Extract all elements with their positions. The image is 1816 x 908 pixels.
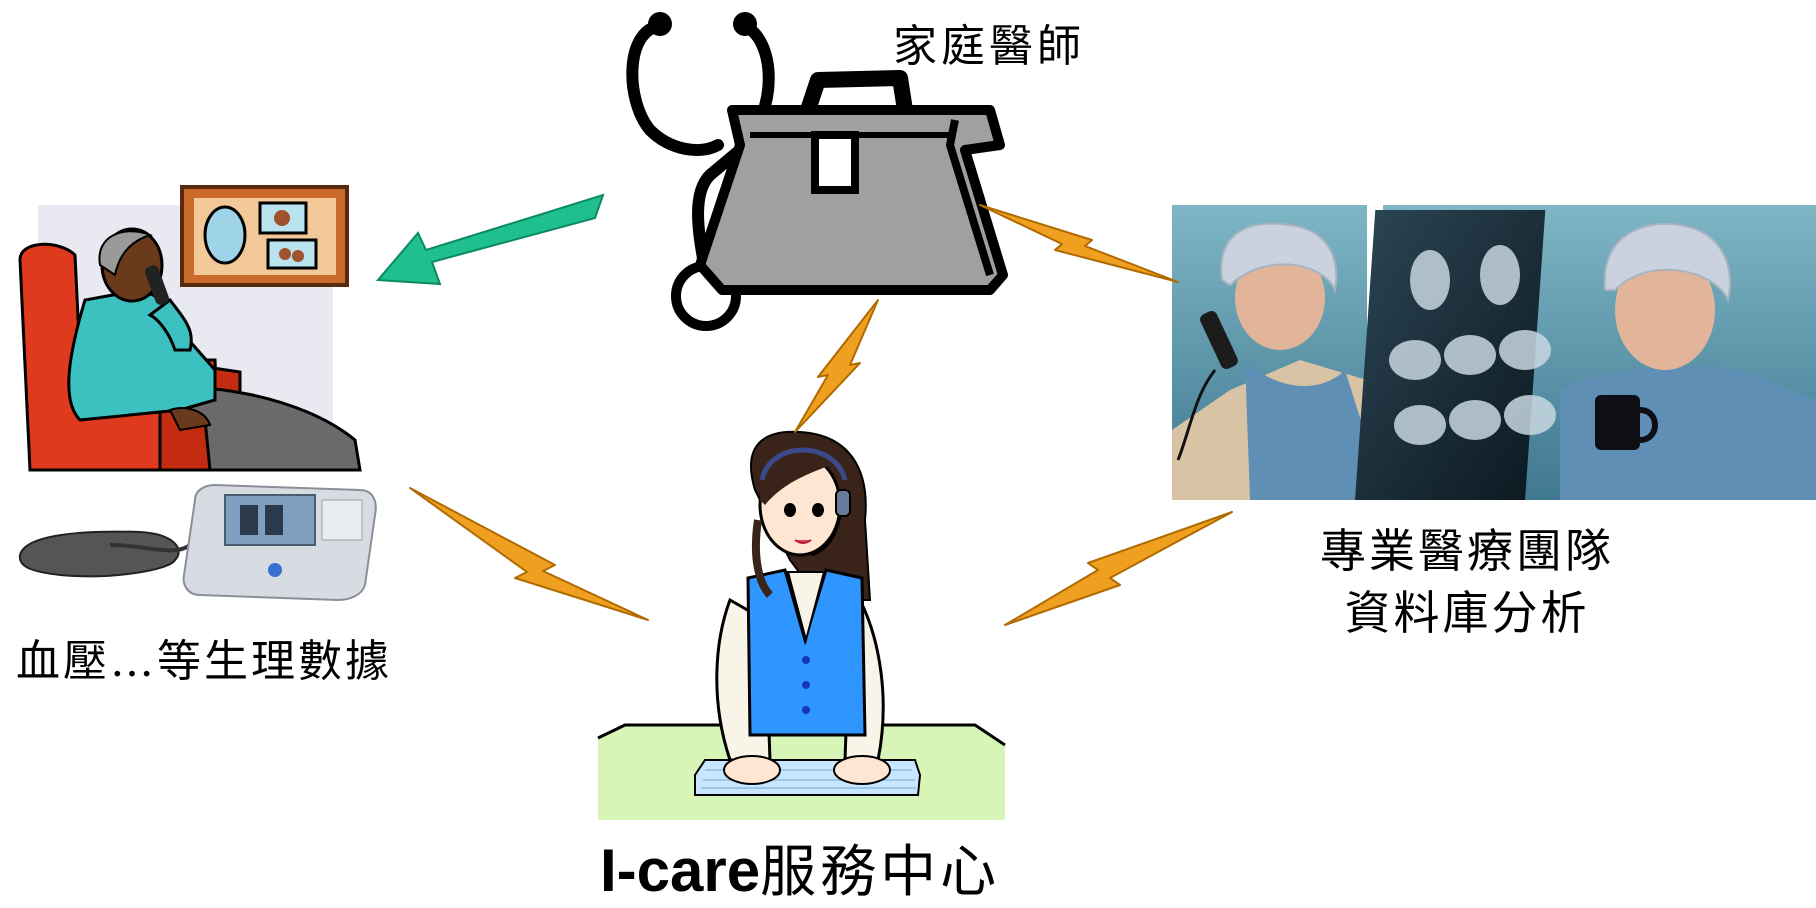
medical-team-label: 專業醫療團隊 資料庫分析 [1320, 520, 1614, 644]
nurse-with-xray-photo [1355, 205, 1816, 500]
nurse-on-phone-photo [1172, 205, 1367, 500]
service-center-text: 服務中心 [760, 840, 1001, 905]
lightning-bolt-doctor-team [979, 204, 1179, 283]
vital-signs-label: 血壓…等生理數據 [16, 636, 392, 687]
service-center-label: I-care服務中心 [600, 827, 1000, 908]
lightning-links [409, 204, 1233, 626]
cuff [18, 530, 180, 578]
medical-bag [695, 105, 1008, 295]
elderly-man-on-phone-icon [18, 185, 362, 472]
telecare-diagram [18, 12, 1816, 820]
stethoscope-medical-bag-icon [626, 12, 1008, 331]
vest [746, 568, 867, 737]
blood-pressure-monitor-icon [18, 483, 377, 602]
lightning-bolt-doctor-operator [794, 299, 879, 433]
family-doctor-label: 家庭醫師 [893, 21, 1085, 72]
medical-team-label-line2: 資料庫分析 [1344, 586, 1590, 640]
lightning-bolt-team-operator [1004, 511, 1233, 626]
family-photo-frame [180, 185, 349, 287]
medical-team-photo [1172, 205, 1816, 500]
service-center-brand: I-care [600, 837, 761, 904]
call-center-operator-icon [597, 430, 1006, 820]
medical-team-label-line1: 專業醫療團隊 [1320, 524, 1614, 578]
lightning-bolt-patient-operator [409, 487, 649, 621]
green-arrow [375, 193, 605, 286]
